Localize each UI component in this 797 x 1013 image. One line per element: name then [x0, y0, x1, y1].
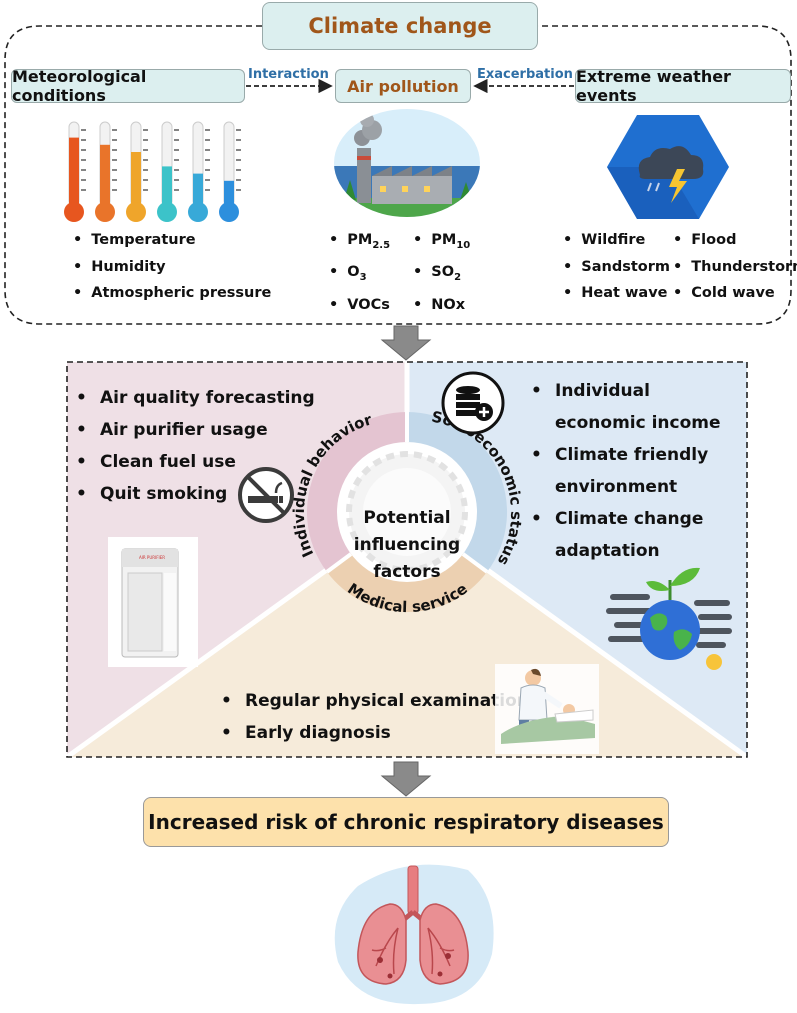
thermometer-fill [224, 180, 234, 206]
thermometer-bulb [64, 202, 84, 222]
earth-plant-icon [606, 567, 732, 670]
list-item: PM10 [413, 227, 470, 259]
list-item: Quit smoking [76, 478, 315, 510]
meteorological-conditions-box: Meteorological conditions [11, 67, 245, 105]
list-item: Early diagnosis [221, 717, 529, 749]
weather-list-1: Wildfire Sandstorm Heat wave [563, 227, 670, 307]
outcome-box: Increased risk of chronic respiratory di… [143, 797, 669, 847]
pollutant-list-1: PM2.5 O3 VOCs [329, 227, 390, 318]
thermometer-fill [162, 166, 172, 206]
center-line-1: Potential [363, 508, 451, 528]
thermometer-fill [69, 137, 79, 206]
list-item: Air quality forecasting [76, 382, 315, 414]
no-smoking-icon [238, 467, 294, 523]
weather-list-2: Flood Thunderstorm Cold wave [673, 227, 797, 307]
list-item: Thunderstorm [673, 254, 797, 281]
air-purifier-icon: AIR PURIFIER [108, 537, 198, 667]
thermometer-fill [193, 173, 203, 206]
storm-cloud-icon [607, 115, 729, 219]
center-line-3: factors [373, 562, 441, 582]
doctor-patient-icon [495, 664, 599, 754]
interaction-label: Interaction [248, 67, 329, 82]
thermometer-bulb [126, 202, 146, 222]
exacerbation-label: Exacerbation [477, 67, 573, 82]
climate-change-title: Climate change [262, 2, 538, 50]
individual-behavior-list: Air quality forecasting Air purifier usa… [76, 382, 315, 510]
thermometer-fill [131, 152, 141, 206]
svg-text:AIR PURIFIER: AIR PURIFIER [139, 555, 165, 560]
list-item: Individual economic income [531, 375, 741, 439]
list-item: NOx [413, 292, 470, 319]
thermometer-icon [64, 121, 241, 222]
list-item: Temperature [73, 227, 271, 254]
list-item: Climate friendly environment [531, 439, 741, 503]
center-line-2: influencing [353, 535, 461, 555]
meteorological-list: Temperature Humidity Atmospheric pressur… [73, 227, 271, 307]
air-pollution-box: Air pollution [335, 69, 471, 103]
thermometer-bulb [188, 202, 208, 222]
pollutant-list-2: PM10 SO2 NOx [413, 227, 470, 318]
list-item: Flood [673, 227, 797, 254]
thermometer-bulb [157, 202, 177, 222]
thermometer-bulb [95, 202, 115, 222]
factory-icon [334, 109, 480, 217]
list-item: Heat wave [563, 280, 670, 307]
list-item: Atmospheric pressure [73, 280, 271, 307]
list-item: SO2 [413, 259, 470, 291]
database-plus-icon [441, 371, 505, 435]
list-item: VOCs [329, 292, 390, 319]
list-item: Regular physical examination [221, 685, 529, 717]
thermometer-fill [100, 144, 110, 206]
lungs-icon [334, 864, 494, 1005]
interaction-arrows [246, 78, 574, 94]
extreme-weather-box: Extreme weather events [575, 67, 791, 105]
list-item: Sandstorm [563, 254, 670, 281]
list-item: Wildfire [563, 227, 670, 254]
list-item: Air purifier usage [76, 414, 315, 446]
down-arrow-icon [380, 761, 432, 797]
climate-dashed-frame [4, 25, 792, 325]
medical-service-list: Regular physical examination Early diagn… [221, 685, 529, 749]
list-item: Climate change adaptation [531, 503, 741, 567]
list-item: Humidity [73, 254, 271, 281]
down-arrow-icon [380, 325, 432, 361]
list-item: O3 [329, 259, 390, 291]
socioeconomic-list: Individual economic income Climate frien… [531, 375, 741, 567]
list-item: Clean fuel use [76, 446, 315, 478]
list-item: Cold wave [673, 280, 797, 307]
thermometer-bulb [219, 202, 239, 222]
center-label: Potential influencing factors [347, 505, 467, 586]
list-item: PM2.5 [329, 227, 390, 259]
